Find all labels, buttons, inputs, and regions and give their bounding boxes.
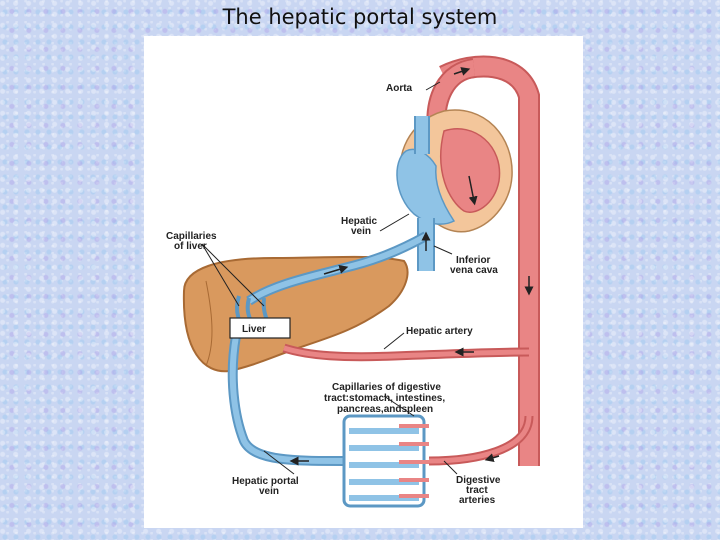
label-aorta: Aorta xyxy=(386,83,413,94)
liver-label-box xyxy=(229,317,291,339)
label-liver: Liver xyxy=(242,324,266,335)
label-capillaries-digestive-line2: tract:stomach, intestines, xyxy=(324,393,445,404)
label-hepatic-portal-vein-line1: Hepatic portal xyxy=(232,476,299,487)
label-digestive-arteries-line3: arteries xyxy=(459,495,496,506)
label-digestive-arteries-line2: tract xyxy=(466,485,488,496)
label-capillaries-digestive-line3: pancreas,andspleen xyxy=(337,404,433,415)
label-hepatic-vein-line2: vein xyxy=(351,226,371,237)
hepatic-portal-diagram: Liver Aorta Hepatic vein Capillaries of … xyxy=(166,55,540,508)
label-hepatic-artery: Hepatic artery xyxy=(406,326,473,337)
liver-lobe-line xyxy=(205,280,213,367)
label-capillaries-liver-line1: Capillaries xyxy=(166,231,217,242)
heart-right-atrium xyxy=(396,148,456,225)
heart-left-ventricle xyxy=(440,128,501,213)
label-inferior-vena-cava-line1: Inferior xyxy=(456,255,491,266)
label-digestive-arteries-line1: Digestive xyxy=(456,475,501,486)
label-capillaries-liver-line2: of liver xyxy=(174,241,207,252)
flow-arrows xyxy=(289,67,534,466)
hepatic-artery-fill xyxy=(283,345,530,360)
label-capillaries-digestive-line1: Capillaries of digestive xyxy=(332,382,441,393)
slide-title: The hepatic portal system xyxy=(222,5,498,29)
digestive-capillary-bed xyxy=(342,414,429,508)
digestive-tract-arteries-fill xyxy=(428,415,532,464)
diagram-panel: Liver Aorta Hepatic vein Capillaries of … xyxy=(144,36,583,528)
label-leader-lines xyxy=(201,81,458,475)
label-inferior-vena-cava-line2: vena cava xyxy=(450,265,498,276)
label-hepatic-vein-line1: Hepatic xyxy=(341,216,378,227)
label-hepatic-portal-vein-line2: vein xyxy=(259,486,279,497)
